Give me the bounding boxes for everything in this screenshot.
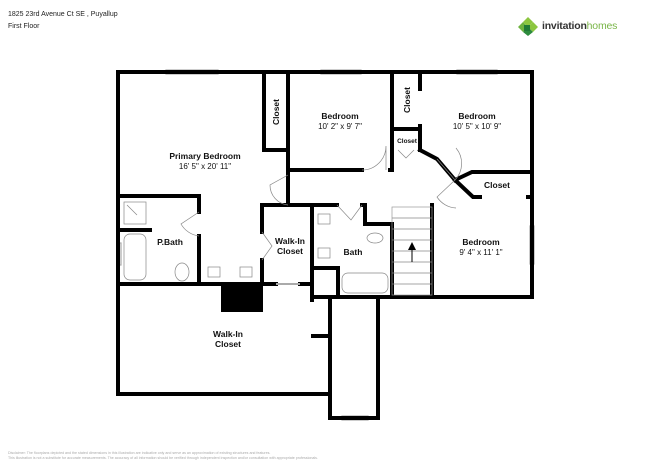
bathtub-icon [123,233,147,281]
closet-4-label: Closet [484,180,510,190]
shower-icon [123,201,147,225]
walkin-closet-large-label-1: Walk-In [213,329,243,339]
walkin-closet-large-label-2: Closet [215,339,241,349]
bedroom-1-dims: 10' 2" x 9' 7" [318,122,362,131]
primary-bedroom-dims: 16' 5" x 20' 11" [179,162,231,171]
chimney-block [221,284,263,312]
sink-icon [239,266,253,278]
bedroom-2-label: Bedroom [458,111,496,121]
bedroom-3-label: Bedroom [462,237,500,247]
sink-icon [317,213,331,225]
toilet-icon [174,262,190,282]
closet-3-label: Closet [397,138,418,145]
closet-1-label: Closet [271,99,281,125]
disclaimer-line-1: Disclaimer: The floorplans depicted and … [8,451,271,455]
sink-icon [317,247,331,259]
disclaimer-line-2: This illustration is not a substitute fo… [8,456,318,460]
bedroom-2-dims: 10' 5" x 10' 9" [453,122,501,131]
p-bath-label: P.Bath [157,237,183,247]
walkin-closet-small-label-1: Walk-In [275,236,305,246]
stairs [391,206,433,296]
sink-icon [207,266,221,278]
floor-label: First Floor [8,23,40,30]
invitation-homes-logo: invitationhomes [518,16,617,36]
fixtures [123,201,389,294]
logo-mark-icon [518,17,538,36]
closet-2-label: Closet [402,87,412,113]
bedroom-3-dims: 9' 4" x 11' 1" [459,248,502,257]
bath-label: Bath [344,247,363,257]
walkin-closet-small-label-2: Closet [277,246,303,256]
doors [180,145,462,285]
address-text: 1825 23rd Avenue Ct SE , Puyallup [8,11,118,18]
bedroom-1-label: Bedroom [321,111,359,121]
bathtub-icon [341,272,389,294]
toilet-icon [366,232,384,244]
logo-text: invitationhomes [542,20,618,32]
primary-bedroom-label: Primary Bedroom [169,151,241,161]
walls [116,70,534,420]
